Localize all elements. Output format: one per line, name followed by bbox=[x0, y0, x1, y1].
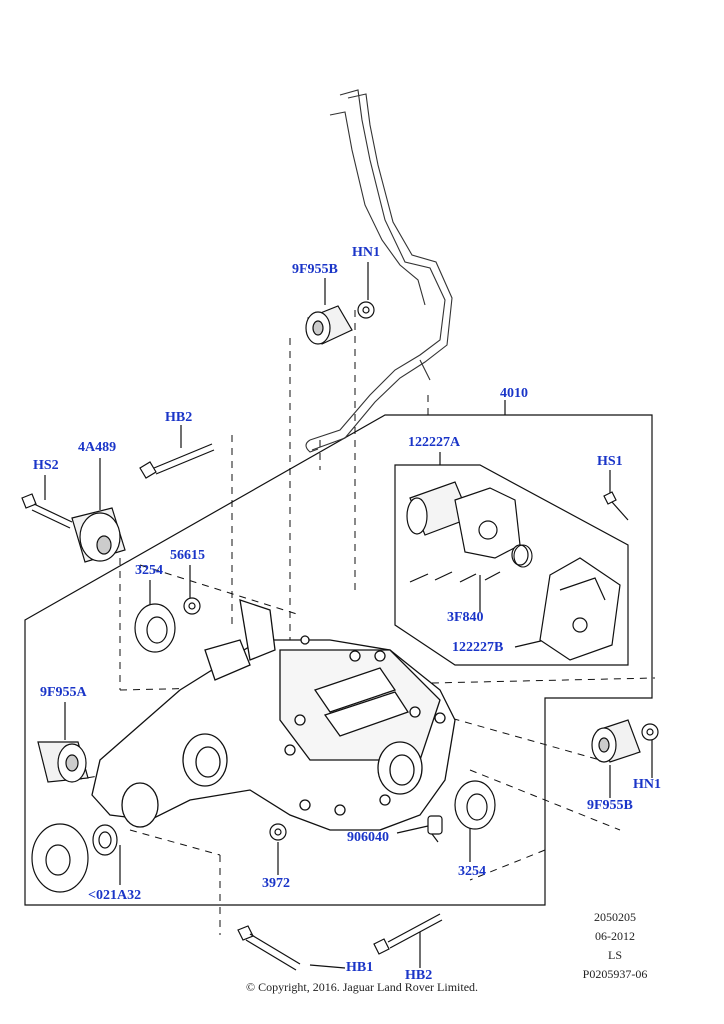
callout-906040: 906040 bbox=[347, 830, 389, 845]
callout-3f840: 3F840 bbox=[447, 610, 484, 625]
bolt-hb2-top bbox=[139, 443, 215, 479]
callout-4a489: 4A489 bbox=[78, 440, 117, 455]
output-flange bbox=[31, 823, 118, 893]
callout-9f955b-right: 9F955B bbox=[587, 798, 633, 813]
callout-122227b: 122227B bbox=[452, 640, 504, 655]
bush-4a489 bbox=[71, 507, 126, 563]
assembly-outline bbox=[24, 414, 653, 906]
actuator-motor bbox=[406, 481, 529, 566]
mount-bush-left bbox=[37, 741, 89, 783]
seal-right bbox=[454, 780, 496, 830]
callout-3254-left: 3254 bbox=[135, 563, 163, 578]
callout-hb1: HB1 bbox=[346, 960, 374, 975]
callout-hn1-right: HN1 bbox=[633, 777, 661, 792]
drawing-date: 06-2012 bbox=[595, 929, 635, 943]
mount-bush-right bbox=[591, 719, 641, 763]
flange-nut-top bbox=[357, 301, 375, 319]
bolt-hb1 bbox=[237, 925, 301, 971]
callout-3972: 3972 bbox=[262, 876, 290, 891]
drawing-part-number: P0205937-06 bbox=[582, 967, 648, 981]
nut-3972 bbox=[269, 823, 287, 841]
sensor-906040 bbox=[427, 815, 443, 843]
callout-hs1: HS1 bbox=[597, 454, 623, 469]
seal-left bbox=[134, 603, 176, 653]
callout-56615: 56615 bbox=[170, 548, 205, 563]
callout-hn1-top: HN1 bbox=[352, 245, 380, 260]
bolt-hb2-bottom bbox=[373, 913, 443, 955]
callout-hs2: HS2 bbox=[33, 458, 59, 473]
callout-122227a: 122227A bbox=[408, 435, 461, 450]
actuator-housing bbox=[539, 557, 621, 661]
differential-housing bbox=[91, 599, 456, 831]
drawing-region: LS bbox=[607, 948, 622, 962]
mount-bush-top bbox=[305, 305, 353, 345]
copyright-notice: © Copyright, 2016. Jaguar Land Rover Lim… bbox=[245, 980, 479, 994]
motor-subassembly-outline bbox=[394, 464, 629, 666]
callout-hb2-bottom: HB2 bbox=[405, 968, 433, 983]
callout-hb2-top: HB2 bbox=[165, 410, 193, 425]
drawing-code: 2050205 bbox=[594, 910, 636, 924]
callout-4010: 4010 bbox=[500, 386, 528, 401]
flange-nut-right bbox=[641, 723, 659, 741]
bolt-hs1 bbox=[603, 491, 629, 521]
screws-3f840 bbox=[409, 571, 501, 583]
bolt-hs2 bbox=[21, 493, 73, 529]
callout-021a32: <021A32 bbox=[88, 888, 142, 903]
nut-56615 bbox=[183, 597, 201, 615]
callout-9f955a: 9F955A bbox=[40, 685, 87, 700]
breather-pipe bbox=[309, 89, 446, 441]
callout-3254-right: 3254 bbox=[458, 864, 486, 879]
callout-9f955b-top: 9F955B bbox=[292, 262, 338, 277]
